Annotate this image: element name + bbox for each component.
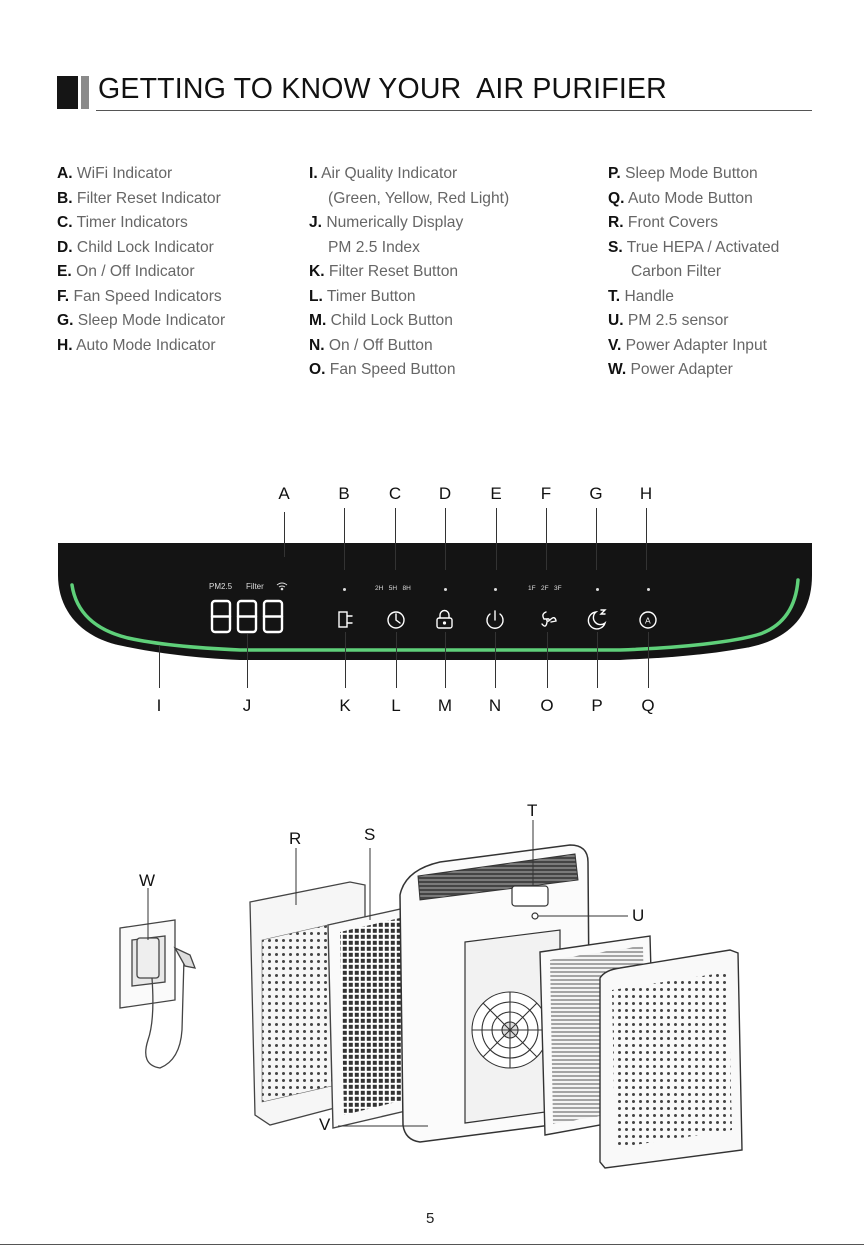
callout-k: K bbox=[333, 696, 357, 716]
callout-t: T bbox=[527, 801, 537, 821]
leader-p bbox=[597, 632, 598, 688]
panel-body bbox=[58, 543, 812, 660]
exploded-view-diagram bbox=[0, 790, 864, 1180]
leader-o bbox=[547, 632, 548, 688]
leader-k bbox=[345, 632, 346, 688]
leader-m bbox=[445, 632, 446, 688]
leader-h bbox=[646, 508, 647, 570]
leader-c bbox=[395, 508, 396, 570]
hepa-filter bbox=[328, 908, 410, 1128]
leader-q bbox=[648, 632, 649, 688]
callout-i: I bbox=[147, 696, 171, 716]
timer-labels: 2H 5H 8H bbox=[375, 585, 411, 592]
filter-reset-indicator bbox=[343, 588, 346, 591]
fan-wheel bbox=[472, 992, 548, 1068]
leader-l bbox=[396, 632, 397, 688]
leader-e bbox=[496, 508, 497, 570]
leader-i bbox=[159, 645, 160, 688]
leader-j bbox=[247, 634, 248, 688]
handle bbox=[512, 886, 548, 906]
callout-w: W bbox=[139, 871, 155, 891]
leader-n bbox=[495, 632, 496, 688]
callout-p: P bbox=[585, 696, 609, 716]
callout-o: O bbox=[535, 696, 559, 716]
filter-label: Filter bbox=[246, 582, 264, 591]
child-lock-indicator bbox=[444, 588, 447, 591]
auto-icon-letter: A bbox=[645, 616, 651, 626]
page-number: 5 bbox=[426, 1210, 434, 1227]
callout-v: V bbox=[319, 1115, 330, 1135]
front-cover bbox=[600, 950, 742, 1168]
callout-m: M bbox=[433, 696, 457, 716]
callout-q: Q bbox=[636, 696, 660, 716]
leader-f bbox=[546, 508, 547, 570]
callout-l: L bbox=[384, 696, 408, 716]
pm25-sensor bbox=[532, 913, 538, 919]
control-panel-diagram: A bbox=[0, 0, 864, 760]
callout-r: R bbox=[289, 829, 301, 849]
pm25-label: PM2.5 bbox=[209, 582, 232, 591]
callout-n: N bbox=[483, 696, 507, 716]
callout-u: U bbox=[632, 906, 644, 926]
leader-a bbox=[284, 512, 285, 557]
callout-j: J bbox=[235, 696, 259, 716]
leader-d bbox=[445, 508, 446, 570]
power-indicator bbox=[494, 588, 497, 591]
auto-indicator bbox=[647, 588, 650, 591]
leader-g bbox=[596, 508, 597, 570]
fan-speed-labels: 1F 2F 3F bbox=[528, 585, 562, 592]
sleep-indicator bbox=[596, 588, 599, 591]
footer-divider bbox=[0, 1244, 864, 1245]
leader-b bbox=[344, 508, 345, 570]
power-adapter bbox=[120, 920, 195, 1068]
callout-s: S bbox=[364, 825, 375, 845]
